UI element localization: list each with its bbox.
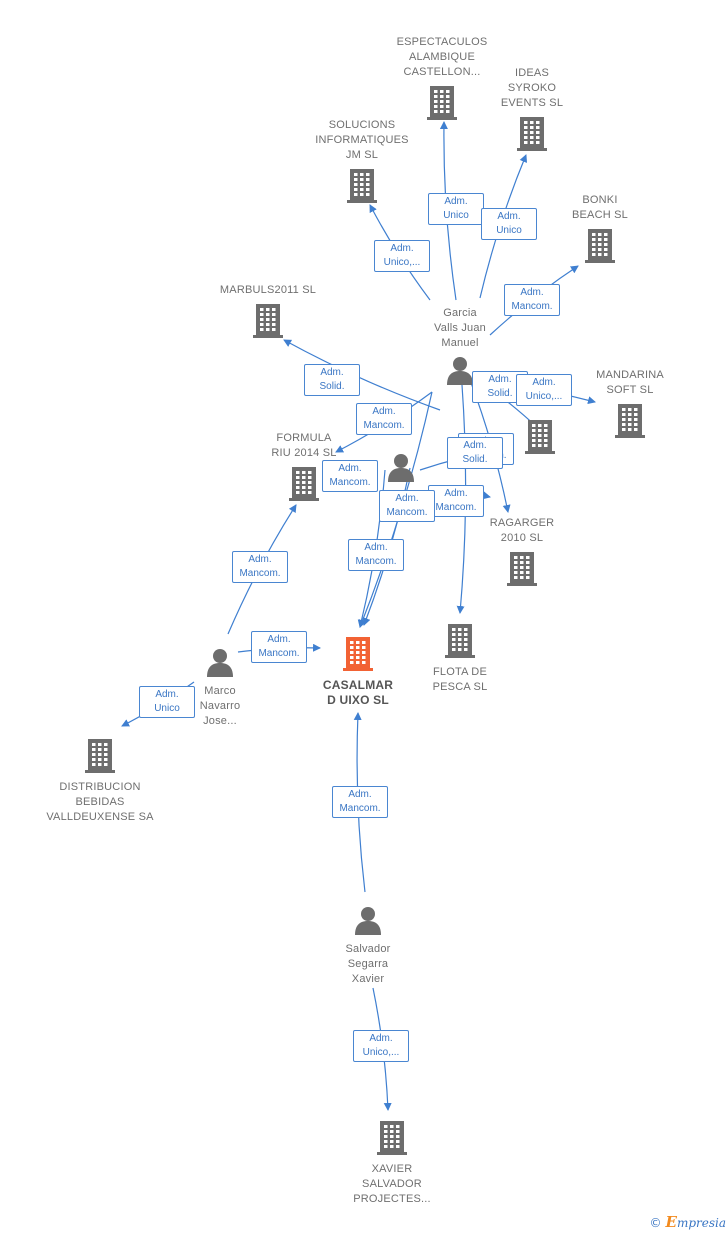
node-label[interactable]: MARBULS2011 SL	[219, 284, 317, 296]
node-marbuls[interactable]: MARBULS2011 SL	[198, 283, 338, 343]
node-label[interactable]: IDEAS SYROKO EVENTS SL	[500, 67, 564, 109]
copyright-symbol: ©	[649, 1216, 662, 1230]
node-label[interactable]: MANDARINA SOFT SL	[596, 369, 664, 396]
brand-logo-e: E	[665, 1213, 677, 1231]
building-icon	[462, 115, 602, 156]
edge-role-label[interactable]: Adm. Unico	[428, 193, 484, 225]
building-icon	[30, 737, 170, 778]
node-cantina[interactable]: CANTINA MAREAS...	[470, 418, 610, 491]
node-ideas[interactable]: IDEAS SYROKO EVENTS SL	[462, 66, 602, 156]
node-garcia[interactable]: Garcia Valls Juan Manuel	[390, 306, 530, 390]
node-xavier[interactable]: XAVIER SALVADOR PROJECTES...	[322, 1119, 462, 1207]
building-icon	[234, 465, 374, 506]
node-label[interactable]: RAGARGER 2010 SL	[489, 517, 555, 544]
edge-role-label[interactable]: Adm. Mancom.	[251, 631, 307, 663]
building-icon	[530, 227, 670, 268]
node-label[interactable]: XAVIER SALVADOR PROJECTES...	[353, 1163, 431, 1205]
brand-name: mpresia	[676, 1216, 726, 1230]
person-icon	[150, 647, 290, 682]
edge-line	[283, 339, 441, 411]
node-flota[interactable]: FLOTA DE PESCA SL	[390, 622, 530, 695]
edge-role-label[interactable]: Adm. Unico,...	[516, 374, 572, 406]
node-label[interactable]: FORMULA RIU 2014 SL	[271, 432, 337, 459]
person-icon	[298, 905, 438, 940]
edge-role-label[interactable]: Adm. Mancom.	[356, 403, 412, 435]
node-bonki[interactable]: BONKI BEACH SL	[530, 193, 670, 268]
edge-role-label[interactable]: Adm. Mancom.	[504, 284, 560, 316]
node-mandarina[interactable]: MANDARINA SOFT SL	[560, 368, 700, 443]
node-espectaculos[interactable]: ESPECTACULOS ALAMBIQUE CASTELLON...	[372, 35, 512, 125]
building-icon	[322, 1119, 462, 1160]
building-icon	[390, 622, 530, 663]
building-icon	[292, 167, 432, 208]
node-label[interactable]: Marco Navarro Jose...	[199, 685, 241, 727]
node-label[interactable]: CASALMAR D UIXO SL	[322, 678, 394, 707]
edge-role-label[interactable]: Adm. Mancom.	[379, 490, 435, 522]
edge-role-label[interactable]: Adm. Solid.	[447, 437, 503, 469]
edge-role-label[interactable]: Adm. Solid.	[304, 364, 360, 396]
building-icon	[372, 84, 512, 125]
edge-role-label[interactable]: Adm. Unico	[139, 686, 195, 718]
node-label[interactable]: DISTRIBUCION BEBIDAS VALLDEUXENSE SA	[46, 781, 154, 823]
empresia-footer[interactable]: ©Empresia	[650, 1213, 727, 1231]
node-distribucion[interactable]: DISTRIBUCION BEBIDAS VALLDEUXENSE SA	[30, 737, 170, 825]
edge-role-label[interactable]: Adm. Unico,...	[353, 1030, 409, 1062]
node-salvador[interactable]: Salvador Segarra Xavier	[298, 905, 438, 987]
node-label[interactable]: SOLUCIONS INFORMATIQUES JM SL	[315, 119, 409, 161]
edge-role-label[interactable]: Adm. Unico	[481, 208, 537, 240]
node-solucions[interactable]: SOLUCIONS INFORMATIQUES JM SL	[292, 118, 432, 208]
node-formula[interactable]: FORMULA RIU 2014 SL	[234, 431, 374, 506]
building-icon	[560, 402, 700, 443]
edge-role-label[interactable]: Adm. Mancom.	[322, 460, 378, 492]
edge-role-label[interactable]: Adm. Mancom.	[428, 485, 484, 517]
node-label[interactable]: BONKI BEACH SL	[571, 194, 628, 221]
node-marco[interactable]: Marco Navarro Jose...	[150, 647, 290, 729]
edge-role-label[interactable]: Adm. Unico,...	[374, 240, 430, 272]
building-icon	[198, 302, 338, 343]
node-martinez[interactable]: Martinez ...s ...o...	[331, 452, 471, 534]
edge-role-label[interactable]: Adm. Mancom.	[332, 786, 388, 818]
building-icon	[288, 635, 428, 676]
node-ragarger[interactable]: RAGARGER 2010 SL	[452, 516, 592, 591]
node-label[interactable]: Salvador Segarra Xavier	[345, 943, 391, 985]
node-label[interactable]: Garcia Valls Juan Manuel	[434, 307, 486, 349]
building-icon	[452, 550, 592, 591]
edge-role-label[interactable]: Adm. Mancom.	[232, 551, 288, 583]
building-icon	[470, 418, 610, 459]
node-label[interactable]: FLOTA DE PESCA SL	[432, 666, 488, 693]
person-icon	[331, 452, 471, 487]
node-label[interactable]: ESPECTACULOS ALAMBIQUE CASTELLON...	[396, 36, 488, 78]
node-casalmar[interactable]: CASALMAR D UIXO SL	[288, 635, 428, 708]
edge-role-label[interactable]: Adm. Mancom.	[348, 539, 404, 571]
person-icon	[390, 355, 530, 390]
